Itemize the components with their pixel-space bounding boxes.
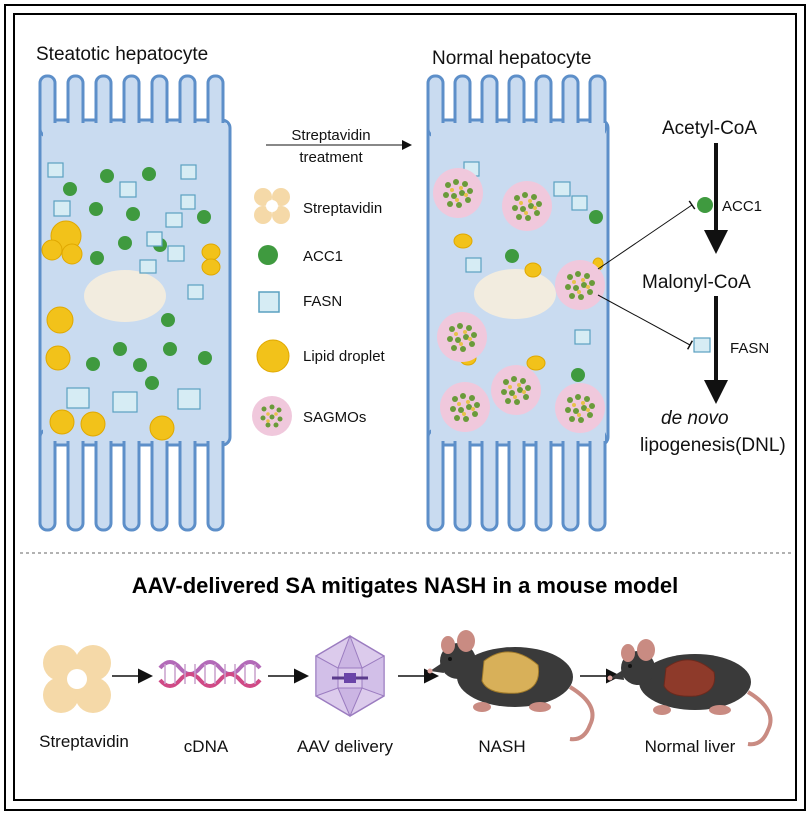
nash-mouse-icon [427,630,595,742]
microvilli-bottom-right [426,428,607,532]
step-label-cdna: cDNA [184,737,229,756]
sagmo [433,168,483,218]
nucleus [84,270,166,322]
pathway-fasn-label: FASN [730,340,769,357]
sagmo [437,312,487,362]
dnl-label-1: de novo [661,408,729,429]
normal-mouse-icon [607,639,773,747]
fasn-group-right [463,161,591,345]
lipid-droplet-icon [256,339,290,373]
legend-fasn: FASN [303,293,342,310]
legend: Streptavidin ACC1 FASN Lipid droplet SAG… [252,188,386,436]
inner-frame [13,13,797,801]
nucleus-right [474,269,556,319]
inhibition-fasn [597,294,694,350]
acc1-icon [258,245,278,265]
treatment-label-2: treatment [299,149,363,166]
normal-title: Normal hepatocyte [432,48,591,69]
malonyl-coa-label: Malonyl-CoA [642,272,751,293]
fasn-group [47,162,204,413]
legend-sagmos: SAGMOs [303,409,366,426]
aav-icon [315,634,385,718]
fasn-icon [258,291,280,313]
pathway: Acetyl-CoA ACC1 Malonyl-CoA FASN de novo… [597,118,786,456]
sagmo [440,382,490,432]
legend-lipid: Lipid droplet [303,348,386,365]
sagmo [491,365,541,415]
steatotic-cell [38,74,232,532]
normal-cell [426,74,610,532]
acetyl-coa-label: Acetyl-CoA [662,118,757,139]
acc1-group-right [505,210,603,382]
legend-streptavidin: Streptavidin [303,200,382,217]
microvilli-top-right [426,74,607,138]
dnl-label-2: lipogenesis(DNL) [640,435,786,456]
treatment-label-1: Streptavidin [291,127,370,144]
sagmo-group-right [433,168,605,433]
step-label-aav: AAV delivery [297,737,394,756]
fasn-pathway-icon [693,337,711,353]
step-label-streptavidin: Streptavidin [39,732,129,751]
step-streptavidin-icon [43,645,111,713]
step-label-nash: NASH [478,737,525,756]
steatotic-title: Steatotic hepatocyte [36,44,208,65]
microvilli-bottom [38,428,225,532]
sagmo [555,260,605,310]
pathway-acc1-label: ACC1 [722,198,762,215]
sagmos-icon [252,396,292,436]
legend-acc1: ACC1 [303,248,343,265]
lipid-group [41,220,221,441]
sagmo [555,383,605,433]
acc1-pathway-icon [697,197,713,213]
sagmo [502,181,552,231]
inhibition-acc1 [597,200,696,270]
bottom-title: AAV-delivered SA mitigates NASH in a mou… [132,573,678,598]
cdna-icon [158,660,262,688]
step-label-normal-liver: Normal liver [645,737,736,756]
streptavidin-icon [254,188,290,224]
